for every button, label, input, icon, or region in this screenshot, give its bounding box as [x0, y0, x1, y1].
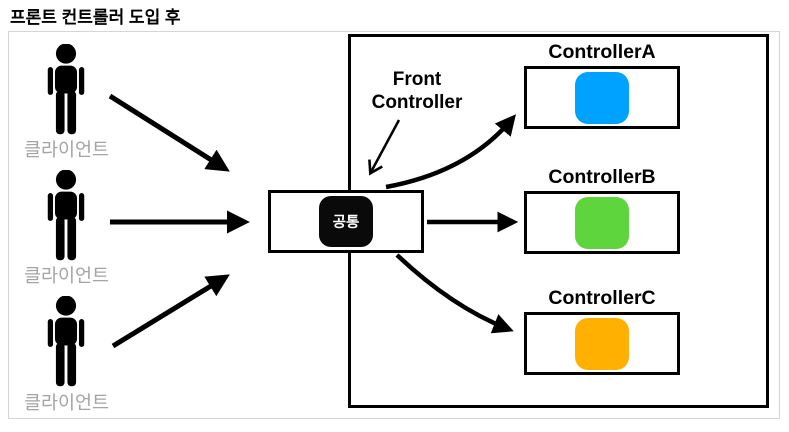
front-controller-common-box: 공통: [268, 190, 424, 253]
controller-b-box: [524, 191, 680, 254]
client-label: 클라이언트: [23, 265, 110, 286]
client-label: 클라이언트: [23, 139, 110, 160]
controller-b-chip: [575, 196, 629, 249]
controller-c: ControllerC: [524, 287, 680, 375]
controller-a: ControllerA: [524, 41, 680, 129]
client-label: 클라이언트: [23, 392, 110, 413]
front-controller-label-line2: Controller: [371, 92, 463, 113]
person-icon: [47, 296, 85, 387]
controller-a-chip: [575, 71, 629, 124]
common-chip: 공통: [319, 196, 373, 247]
controller-b-label: ControllerB: [548, 166, 656, 188]
controller-b: ControllerB: [524, 166, 680, 254]
controller-c-label: ControllerC: [548, 287, 656, 309]
page-title: 프론트 컨트롤러 도입 후: [10, 8, 181, 27]
controller-a-box: [524, 66, 680, 129]
controller-c-chip: [575, 317, 629, 370]
front-controller-label-line1: Front: [392, 69, 442, 90]
controller-a-label: ControllerA: [548, 41, 656, 63]
person-icon: [47, 44, 85, 135]
controller-c-box: [524, 312, 680, 375]
person-icon: [47, 170, 85, 261]
front-controller-label: Front Controller: [357, 68, 477, 114]
